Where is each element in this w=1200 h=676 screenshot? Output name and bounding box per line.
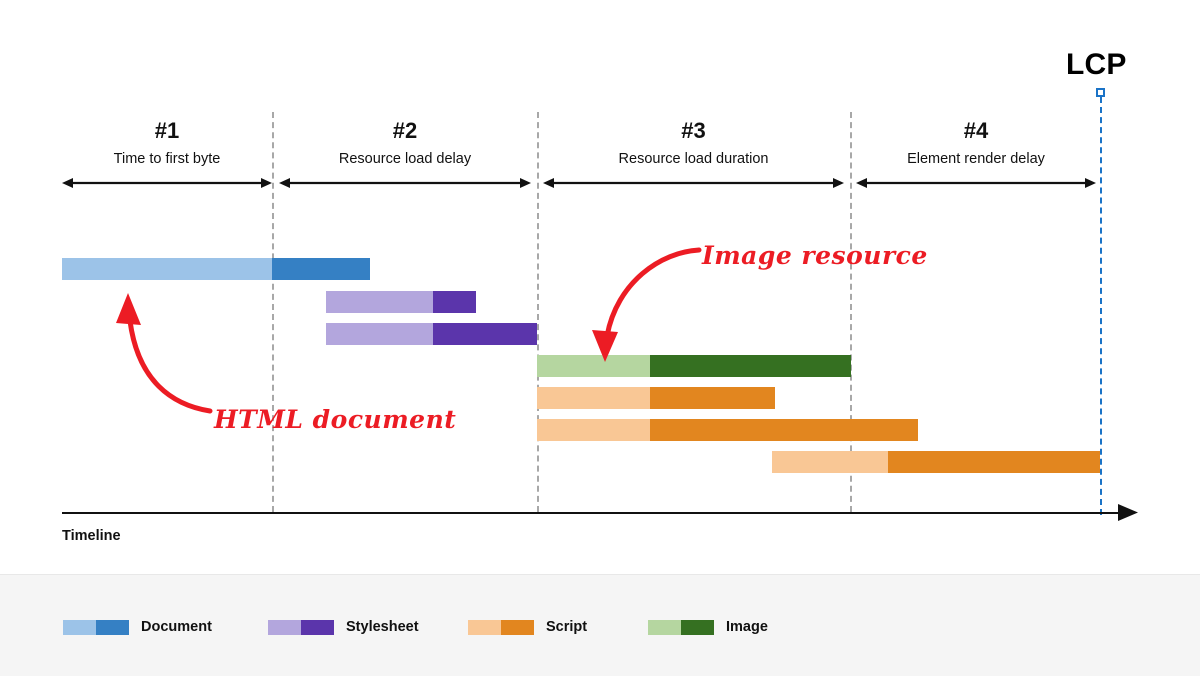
swatch-dark [96,619,129,635]
bar-segment-light [537,355,650,377]
swatch-dark [301,619,334,635]
phase-3-name: Resource load duration [618,151,769,167]
phase-4-range-arrow [856,178,1096,188]
bar-segment-dark [272,258,370,280]
phase-3-range-arrow [543,178,844,188]
legend-item-script: Script [468,616,587,638]
bar-segment-light [537,387,650,409]
legend-swatch-document [63,619,129,635]
legend [0,574,1200,676]
lcp-dashed-line [1100,97,1102,515]
waterfall-bar-script-2 [537,419,918,441]
chart-area: LCP #1 Time to first byte #2 Resource lo… [62,48,1138,544]
legend-swatch-image [648,619,714,635]
legend-item-stylesheet: Stylesheet [268,616,419,638]
phase-2-range-arrow [279,178,531,188]
legend-label-script: Script [546,619,588,635]
swatch-light [63,619,96,635]
phase-divider-2 [537,112,539,512]
bar-segment-light [326,323,433,345]
html-document-annotation-arrow [116,293,213,414]
timeline-axis [62,512,1125,514]
phase-4-number: #4 [963,118,989,143]
waterfall-bar-image [537,355,851,377]
swatch-dark [681,619,714,635]
phase-1-number: #1 [154,118,180,143]
waterfall-bar-document [62,258,370,280]
swatch-light [468,619,501,635]
bar-segment-dark [650,387,775,409]
bar-segment-dark [650,419,918,441]
waterfall-bar-stylesheet-1 [326,291,476,313]
waterfall-bar-script-1 [537,387,775,409]
bar-segment-dark [650,355,851,377]
bar-segment-dark [433,291,476,313]
bar-segment-light [772,451,888,473]
bar-segment-dark [433,323,537,345]
swatch-light [268,619,301,635]
phase-divider-1 [272,112,274,512]
waterfall-bar-script-3 [772,451,1100,473]
legend-item-image: Image [648,616,768,638]
image-resource-annotation-label: Image resource [702,241,928,270]
timeline-axis-label: Timeline [62,528,121,544]
image-resource-annotation-arrow [592,247,702,362]
swatch-light [648,619,681,635]
legend-item-document: Document [63,616,212,638]
phase-2-name: Resource load delay [338,151,472,167]
bar-segment-light [326,291,433,313]
bar-segment-light [537,419,650,441]
swatch-dark [501,619,534,635]
waterfall-bar-stylesheet-2 [326,323,537,345]
phase-2-number: #2 [392,118,418,143]
legend-label-document: Document [141,619,212,635]
phase-1-range-arrow [62,178,272,188]
lcp-label: LCP [1066,48,1127,81]
phase-4-name: Element render delay [907,151,1045,167]
timeline-axis-arrowhead [1118,504,1138,521]
legend-swatch-stylesheet [268,619,334,635]
bar-segment-light [62,258,272,280]
phase-divider-3 [850,112,852,512]
phase-3-number: #3 [681,118,706,143]
html-document-annotation-label: HTML document [214,405,457,434]
lcp-marker-icon [1096,88,1105,97]
legend-label-image: Image [726,619,768,635]
legend-swatch-script [468,619,534,635]
phase-1-name: Time to first byte [113,151,221,167]
bar-segment-dark [888,451,1100,473]
legend-label-stylesheet: Stylesheet [346,619,419,635]
